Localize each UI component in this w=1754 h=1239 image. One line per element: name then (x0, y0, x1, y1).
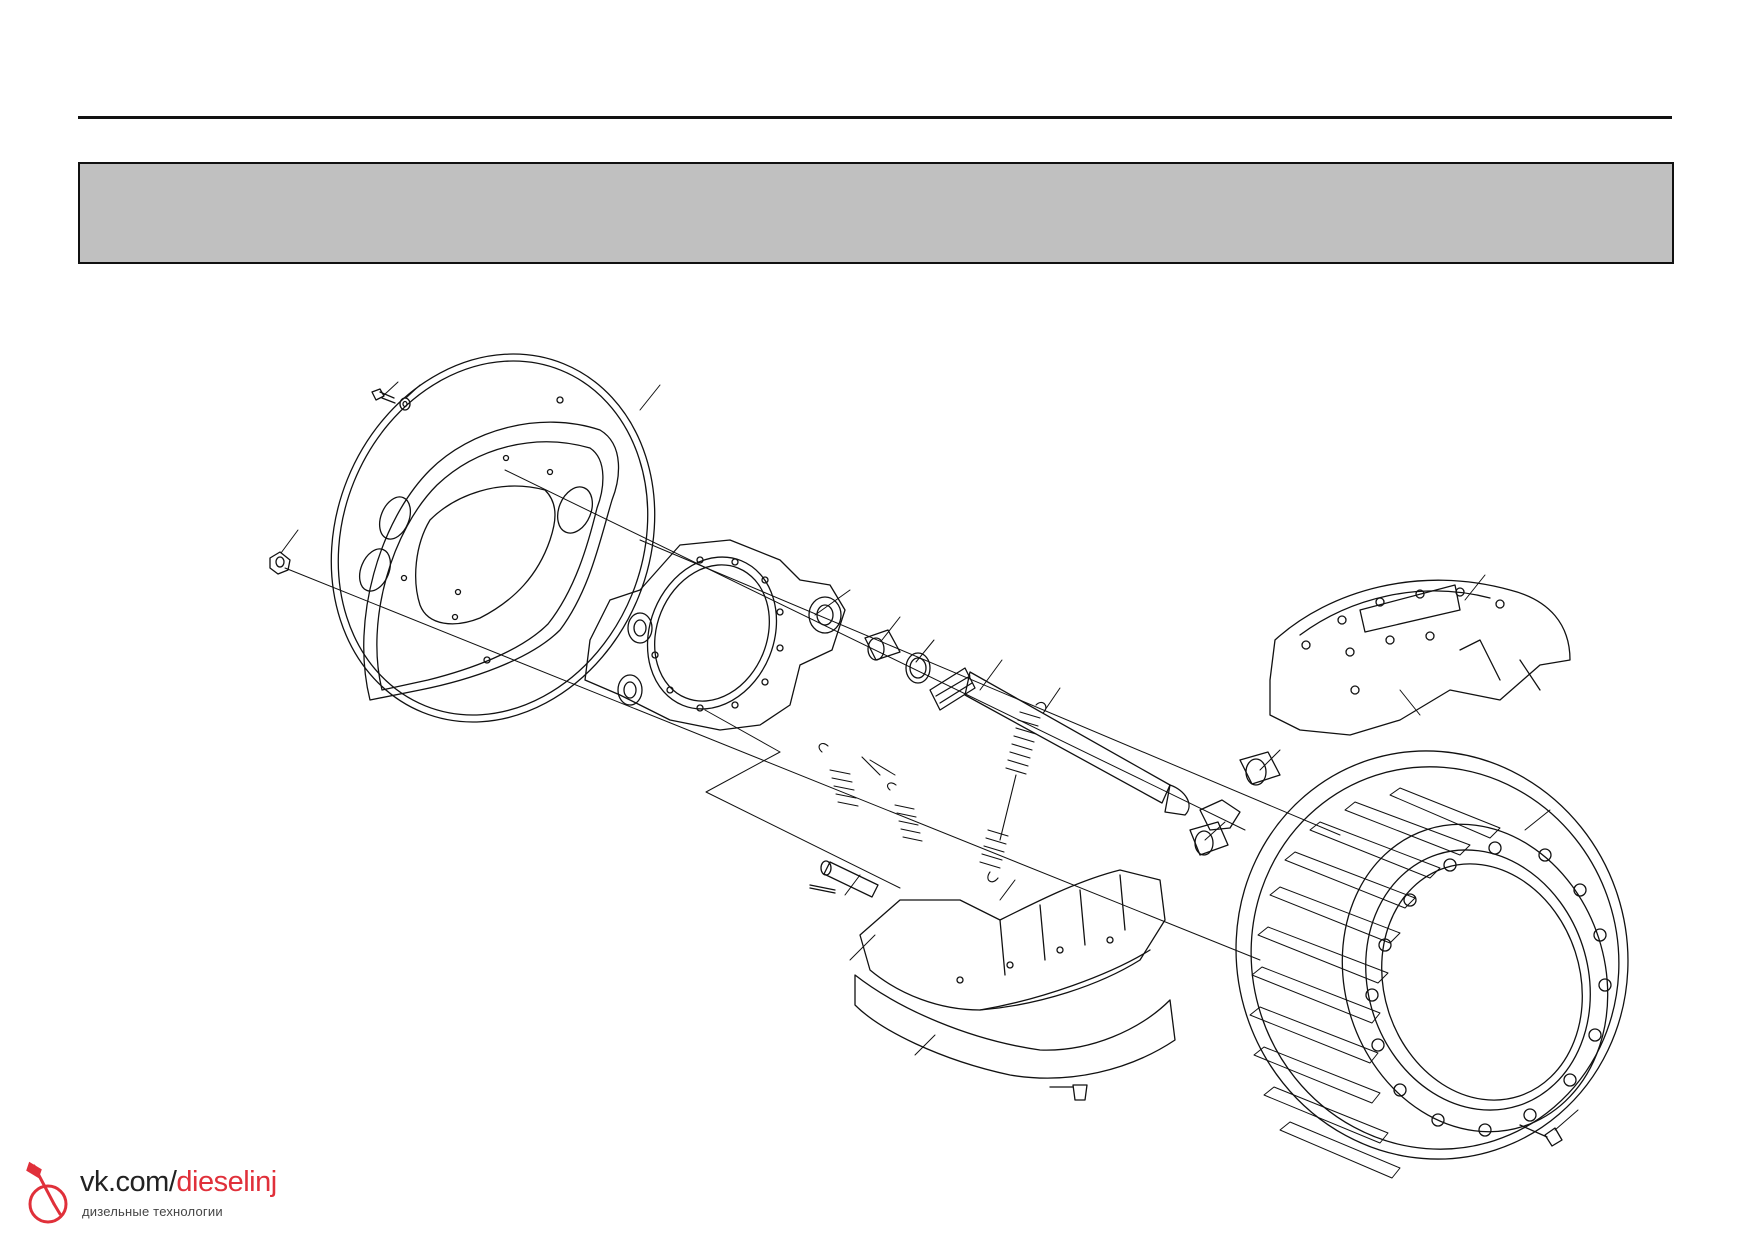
watermark: vk.com/dieselinj дизельные технологии (14, 1160, 314, 1230)
brake-spider (584, 539, 846, 731)
injector-logo-icon (26, 1161, 68, 1224)
watermark-subtitle: дизельные технологии (82, 1204, 223, 1219)
dust-shield (330, 353, 656, 723)
watermark-handle: dieselinj (176, 1166, 277, 1198)
header-band (78, 162, 1674, 264)
brake-shoe-lower (854, 869, 1176, 1079)
rivet (1049, 1084, 1088, 1101)
camshaft (929, 667, 1241, 831)
anchor-spring-pair (818, 743, 923, 842)
nut-left (269, 551, 291, 575)
leader-lines (280, 381, 1579, 1131)
return-spring-lower (979, 829, 1009, 883)
roller-lower (1189, 821, 1229, 856)
bolt-small (371, 388, 396, 404)
watermark-site: vk.com/ (80, 1166, 177, 1198)
top-rule (78, 116, 1672, 119)
return-spring-upper (999, 701, 1047, 841)
seal-ring (905, 652, 931, 684)
assembly-axis-lines (284, 469, 1341, 961)
brake-shoe-upper (1269, 579, 1571, 736)
roller-upper (1239, 751, 1281, 786)
washer-small (399, 397, 411, 411)
cotter-pin (809, 884, 836, 894)
anchor-pin (820, 860, 879, 898)
bushing (864, 629, 901, 661)
drum-screw (1519, 1124, 1563, 1147)
brake-drum (1235, 750, 1629, 1179)
watermark-url: vk.com/dieselinj (80, 1166, 277, 1199)
